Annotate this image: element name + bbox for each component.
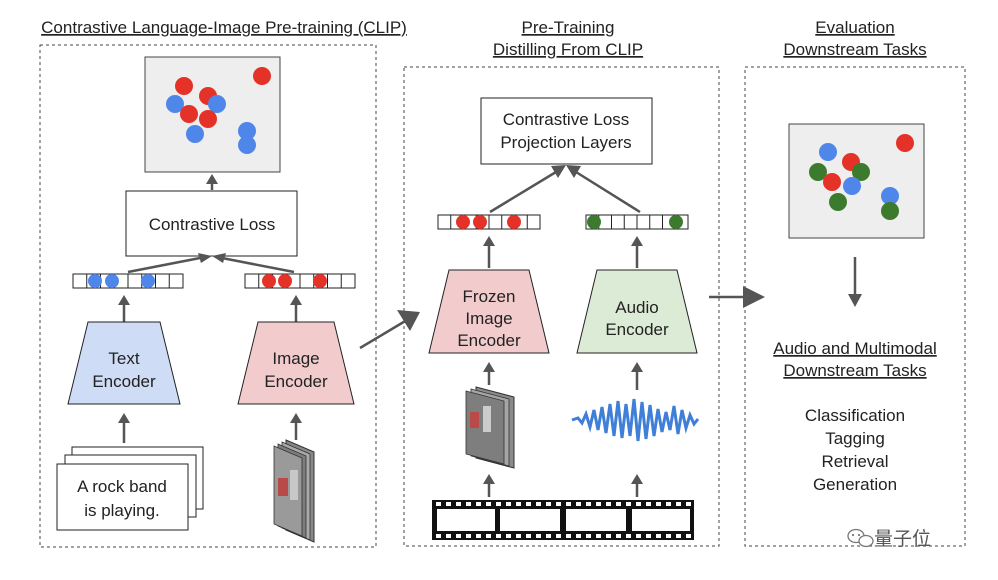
scatter-dot	[180, 105, 198, 123]
arrow-text-emb-to-loss	[127, 256, 201, 274]
scatter-dot	[199, 110, 217, 128]
image-encoder	[237, 321, 355, 405]
arrow-frozen-emb-to-projection	[489, 170, 557, 214]
watermark-text: 量子位	[874, 528, 931, 550]
clip-section-title: Contrastive Language-Image Pre-training …	[41, 18, 407, 37]
scatter-dot	[819, 143, 837, 161]
caption-line1: A rock band	[77, 477, 167, 496]
evaluation-title-line2: Downstream Tasks	[783, 40, 926, 59]
scatter-dot	[208, 95, 226, 113]
text-encoder	[67, 321, 181, 405]
scatter-dot	[238, 136, 256, 154]
scatter-dot	[186, 125, 204, 143]
pretraining-panel	[403, 66, 720, 547]
text-encoder-label-line1: Text	[108, 349, 139, 368]
task-classification: Classification	[805, 406, 905, 425]
evaluation-embedding-scatter	[788, 123, 925, 239]
frozen-image-encoder	[428, 269, 550, 354]
image-encoder-label-line2: Encoder	[264, 372, 328, 391]
film-strip	[432, 500, 694, 540]
scatter-dot	[166, 95, 184, 113]
scatter-dot	[843, 177, 861, 195]
scatter-dot	[881, 202, 899, 220]
scatter-dot	[896, 134, 914, 152]
audio-encoder-label-line2: Encoder	[605, 320, 669, 339]
evaluation-title-line1: Evaluation	[815, 18, 894, 37]
frozen-encoder-label-line3: Encoder	[457, 331, 521, 350]
clip-panel	[39, 44, 377, 548]
task-generation: Generation	[813, 475, 897, 494]
task-tagging: Tagging	[825, 429, 885, 448]
scatter-dot	[881, 187, 899, 205]
frozen-encoder-label-line2: Image	[465, 309, 512, 328]
arrow-audio-emb-to-projection	[575, 170, 641, 214]
audio-encoder	[576, 269, 698, 354]
pretraining-title-line2: Distilling From CLIP	[493, 40, 643, 59]
projection-box-line1: Contrastive Loss	[503, 110, 630, 129]
audio-waveform	[571, 398, 700, 442]
contrastive-loss-box	[125, 190, 298, 257]
image-frames-stack	[273, 439, 315, 543]
caption-line2: is playing.	[84, 501, 160, 520]
text-embedding-vector	[72, 273, 184, 289]
projection-box-line2: Projection Layers	[500, 133, 631, 152]
task-retrieval: Retrieval	[821, 452, 888, 471]
audio-encoder-label-line1: Audio	[615, 298, 658, 317]
pretraining-title-line1: Pre-Training	[522, 18, 615, 37]
frozen-encoder-label-line1: Frozen	[463, 287, 516, 306]
scatter-dot	[253, 67, 271, 85]
arrow-clip-to-pretraining	[359, 318, 408, 350]
arrow-image-emb-to-loss	[221, 256, 295, 274]
image-encoder-label-line1: Image	[272, 349, 319, 368]
text-encoder-label-line2: Encoder	[92, 372, 156, 391]
caption-card-stack	[56, 446, 204, 531]
scatter-dot	[852, 163, 870, 181]
projection-layers-box	[480, 97, 653, 165]
clip-embedding-scatter	[144, 56, 281, 173]
scatter-dot	[823, 173, 841, 191]
frozen-image-embedding-vector	[437, 214, 541, 230]
downstream-title-line1: Audio and Multimodal	[773, 339, 936, 358]
scatter-dot	[175, 77, 193, 95]
contrastive-loss-label: Contrastive Loss	[149, 215, 276, 234]
audio-embedding-vector	[585, 214, 689, 230]
video-frames-stack	[465, 386, 515, 469]
scatter-dot	[829, 193, 847, 211]
wechat-icon	[847, 528, 874, 548]
scatter-dot	[809, 163, 827, 181]
scatter-dot	[238, 122, 256, 140]
image-embedding-vector	[244, 273, 356, 289]
downstream-title-line2: Downstream Tasks	[783, 361, 926, 380]
